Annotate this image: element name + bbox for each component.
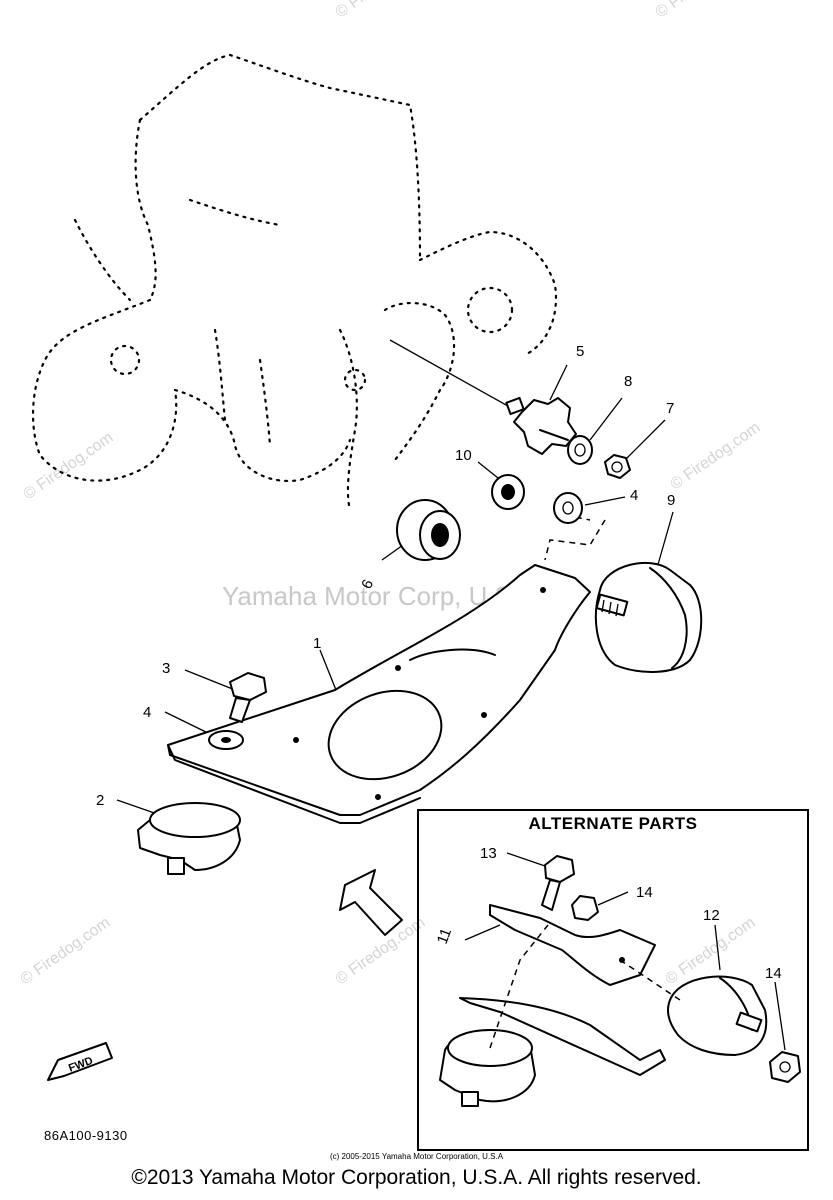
part-1-bracket xyxy=(167,564,591,824)
watermark-site-2: © Firedog.com xyxy=(668,419,764,493)
engine-outline xyxy=(31,53,558,512)
part-8-washer xyxy=(567,435,593,465)
callouts: 1 2 3 4 4 5 6 7 8 9 10 11 12 13 14 14 xyxy=(96,343,782,982)
footer-copyright: ©2013 Yamaha Motor Corporation, U.S.A. A… xyxy=(131,1166,702,1189)
callout-1: 1 xyxy=(313,635,321,652)
part-2-damper xyxy=(137,802,241,875)
watermark-site-3: © Firedog.com xyxy=(18,914,114,988)
drawing-code: 86A100-9130 xyxy=(44,1128,128,1143)
callout-4-upper: 4 xyxy=(630,487,638,504)
callout-8: 8 xyxy=(624,373,632,390)
fwd-arrow: FWD xyxy=(47,1042,113,1081)
alternate-parts-box xyxy=(417,809,809,1151)
callout-4-lower: 4 xyxy=(143,704,151,721)
alternate-parts-title: ALTERNATE PARTS xyxy=(528,814,698,833)
part-10-collar xyxy=(491,474,525,510)
callout-5: 5 xyxy=(576,343,584,360)
callout-10: 10 xyxy=(455,447,472,464)
callout-13: 13 xyxy=(480,845,497,862)
callout-14-upper: 14 xyxy=(636,884,653,901)
part-5-mount xyxy=(505,396,577,455)
callout-11: 11 xyxy=(434,926,455,946)
callout-2: 2 xyxy=(96,792,104,809)
watermark-site-1: © Firedog.com xyxy=(21,429,117,503)
part-7-nut xyxy=(604,454,631,479)
part-3-bolt xyxy=(229,672,267,723)
part-6-bushing xyxy=(396,499,461,561)
assembly-arrow xyxy=(339,869,403,936)
watermarks: Yamaha Motor Corp, U.S.A. © Firedog.com … xyxy=(18,0,764,988)
watermark-site-7: © Firedog.com xyxy=(653,0,749,21)
small-copyright: (c) 2005-2015 Yamaha Motor Corporation, … xyxy=(329,1152,504,1161)
callout-3: 3 xyxy=(162,660,170,677)
callout-9: 9 xyxy=(667,492,675,509)
part-4-washer-upper xyxy=(553,492,583,524)
watermark-site-6: © Firedog.com xyxy=(333,0,429,21)
callout-12: 12 xyxy=(703,907,720,924)
part-4-washer-lower xyxy=(208,730,244,750)
part-9-damper xyxy=(594,561,703,673)
callout-7: 7 xyxy=(666,400,674,417)
callout-14-lower: 14 xyxy=(765,965,782,982)
